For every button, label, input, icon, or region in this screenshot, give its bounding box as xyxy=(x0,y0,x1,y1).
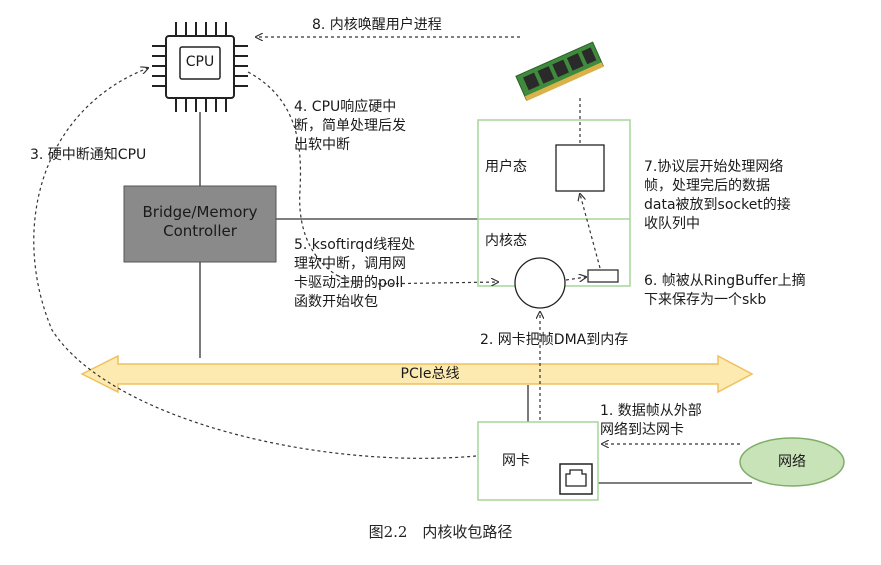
cpu-chip-icon xyxy=(152,22,248,112)
figure-caption: 图2.2 内核收包路径 xyxy=(368,523,513,541)
pcie-bus-label: PCIe总线 xyxy=(400,366,460,382)
network-label: 网络 xyxy=(778,454,806,470)
arrow-step3 xyxy=(33,68,477,459)
step8-label: 8. 内核唤醒用户进程 xyxy=(312,17,442,33)
memory-stick-icon xyxy=(515,41,604,101)
memory-box xyxy=(477,119,631,287)
arrow-step4 xyxy=(247,71,361,286)
step2-label: 2. 网卡把帧DMA到内存 xyxy=(480,332,629,348)
step3-label: 3. 硬中断通知CPU xyxy=(30,147,147,163)
step7-label: 7.协议层开始处理网络 帧，处理完后的数据 data被放到socket的接 收队… xyxy=(644,159,791,232)
step6-label: 6. 帧被从RingBuffer上摘 下来保存为一个skb xyxy=(644,273,806,308)
arrow-step7 xyxy=(580,194,601,269)
ring-buffer-circle xyxy=(514,257,566,309)
step4-label: 4. CPU响应硬中 断，简单处理后发 出软中断 xyxy=(294,99,406,153)
skb-box xyxy=(587,269,619,283)
user-mode-label: 用户态 xyxy=(485,159,527,175)
pcie-bus-arrow xyxy=(80,354,754,394)
step5-label: 5. ksoftirqd线程处 理软中断，调用网 卡驱动注册的poll 函数开始… xyxy=(294,237,416,310)
cpu-label: CPU xyxy=(185,54,215,70)
bridge-label-line1: Bridge/Memory xyxy=(142,203,258,221)
kernel-mode-label: 内核态 xyxy=(485,233,527,249)
bridge-memory-controller-box xyxy=(123,185,277,263)
nic-label: 网卡 xyxy=(502,453,530,469)
bridge-label-line2: Controller xyxy=(163,222,237,240)
network-ellipse xyxy=(739,437,845,487)
socket-queue-box xyxy=(555,144,605,192)
ethernet-port-icon xyxy=(559,463,593,495)
step1-label: 1. 数据帧从外部 网络到达网卡 xyxy=(600,403,702,438)
